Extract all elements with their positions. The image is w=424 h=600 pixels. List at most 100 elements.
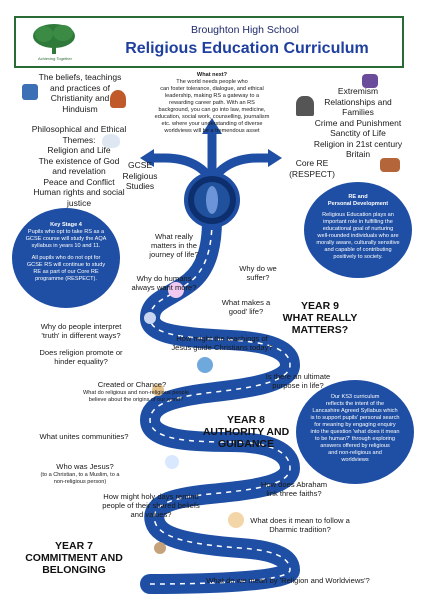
core-re-topic-line: Extremism [337,86,379,96]
question-jesus-perspectives: (to a Christian, to a Muslim, to a non-r… [20,472,140,486]
year-8-line: GUIDANCE [217,438,274,450]
key-stage-4-circle: Key Stage 4 Pupils who opt to take RS as… [12,208,120,308]
gcse-theme-line: Themes: [62,134,96,145]
gcse-topic-line: Christianity and [50,93,110,103]
gcse-theme-line: Peace and Conflict [43,176,115,187]
ks4-line: GCSE RS will continue to study [26,262,106,268]
gcse-label-line: Studies [125,181,155,191]
gcse-label-line: GCSE [127,160,153,170]
question-good-life: What makes a good' life? [216,298,276,316]
question-dharmic-tradition: What does it mean to follow a Dharmic tr… [236,516,364,534]
ks4-heading: Key Stage 4 [50,222,82,228]
question-line: hinder equality? [54,357,108,366]
question-line: What unites communities? [39,432,129,441]
question-line: Is there an ultimate [265,372,331,381]
school-name: Broughton High School [191,24,299,36]
year-9-heading: YEAR 9 WHAT REALLY MATTERS? [270,300,370,336]
whats-next-line: background, you can go into law, medicin… [158,107,266,113]
question-teachings-of-jesus: How might the teachings of Jesus guide C… [164,334,280,352]
question-line: Created or Chance? [97,380,167,389]
year-8-line: YEAR 8 [227,414,265,426]
logo-caption: Achieving Together [38,56,72,61]
question-what-really-matters: What really matters in the journey of li… [136,232,212,259]
question-line: suffer? [246,273,270,282]
core-re-topic-line: Families [342,107,374,117]
question-line: (to a Christian, to a Muslim, to a [40,472,120,478]
re-personal-line: Religious Education plays an [322,212,394,218]
question-line: non-religious person) [53,479,107,485]
school-logo [30,22,78,56]
question-line: How does Abraham [260,480,328,489]
family-icon [380,158,400,172]
ks3-line: and non-religious and [328,450,382,456]
ks4-line: programme (RESPECT). [35,276,97,282]
core-re-label-line: Core RE [295,158,329,168]
whats-next-line: rewarding career path. With an RS [169,100,255,106]
year-7-heading: YEAR 7 COMMITMENT AND BELONGING [24,540,124,576]
year-9-line: MATTERS? [291,324,349,336]
question-holy-days: How might holy days remind people of the… [86,492,216,519]
whats-next-line: can foster tolerance, dialogue, and ethi… [160,86,264,92]
question-religion-equality: Does religion promote or hinder equality… [28,348,134,366]
whats-next-line: leadership, making RS a gateway to a [164,93,260,99]
question-line: How might holy days remind [103,492,199,501]
question-origins-of-world: What do religious and non-religious peop… [56,390,216,404]
question-line: Does religion promote or [39,348,123,357]
re-personal-heading: Personal Development [327,201,389,207]
question-line: What do we mean by 'Religion and Worldvi… [206,576,370,585]
whats-next-line: education, social work, counselling, jou… [154,114,270,120]
ks3-line: into the question 'what does it mean [310,429,400,435]
question-ultimate-purpose: Is there an ultimate purpose in life? [256,372,340,390]
year-7-line: BELONGING [42,564,106,576]
question-line: Who was Jesus? [56,462,114,471]
wedding-icon [296,96,314,116]
question-line: matters in the [150,241,197,250]
question-line: Jesus guide Christians today? [171,343,273,352]
question-line: always want more? [131,283,197,292]
question-line: What makes a [221,298,271,307]
tree-icon [33,24,75,54]
extremism-icon [362,74,378,88]
ks3-line: Lancashire Agreed Syllabus which [312,408,398,414]
question-line: journey of life? [149,250,199,259]
year-9-line: WHAT REALLY [282,312,358,324]
ks3-line: for meaning by engaging enquiry [314,422,396,428]
ks3-line: worldviews [341,457,369,463]
gcse-theme-line: The existence of God [38,155,120,166]
ks4-line: Pupils who opt to take RS as a [27,229,105,235]
whats-next-line: etc. where your understanding of diverse [161,121,263,127]
question-line: purpose in life? [272,381,324,390]
question-line: and values? [130,510,172,519]
year-7-line: COMMITMENT AND [25,552,123,564]
ks3-line: is to support pupils' personal search [310,415,400,421]
gcse-theme-line: Religion and Life [47,145,111,155]
question-line: Dharmic tradition? [269,525,331,534]
year-8-line: AUTHORITY AND [202,426,290,438]
question-line: Why do humans [136,274,192,283]
page-title: Religious Education Curriculum [125,40,369,57]
ks3-line: answers offered by religious [320,443,390,449]
ks4-line: GCSE course will study the AQA [25,236,107,242]
core-re-topics: Extremism Relationships and Families Cri… [300,86,416,160]
ks3-line: to be human?' through exploring [314,436,396,442]
question-line: people of their shared beliefs [102,501,200,510]
ks4-line: RE as part of our Core RE [33,269,99,275]
question-line: Why do we [239,264,277,273]
re-personal-line: well-rounded individuals who are [317,233,399,239]
question-line: What do religious and non-religious peop… [82,390,190,396]
core-re-topic-line: Religion in 21st century [313,138,403,149]
whats-next: What next? The world needs people who ca… [136,72,288,135]
gcse-topic-line: Hinduism [62,103,98,114]
question-line: believe about the origins of our world? [88,397,184,403]
whats-next-line: worldviews will be a tremendous asset [164,128,260,134]
gcse-theme-line: and revelation [52,166,106,176]
ks3-circle: Our KS3 curriculum reflects the intent o… [296,380,414,484]
core-re-label: Core RE (RESPECT) [276,158,348,179]
question-religion-and-worldviews: What do we mean by 'Religion and Worldvi… [190,576,386,585]
core-re-topic-line: Relationships and [324,96,392,107]
gcse-topics: The beliefs, teachings and practices of … [26,72,134,114]
question-who-was-jesus: Who was Jesus? [50,462,120,471]
re-personal-line: morally aware, culturally sensitive [316,240,400,246]
core-re-label-line: (RESPECT) [289,168,335,179]
